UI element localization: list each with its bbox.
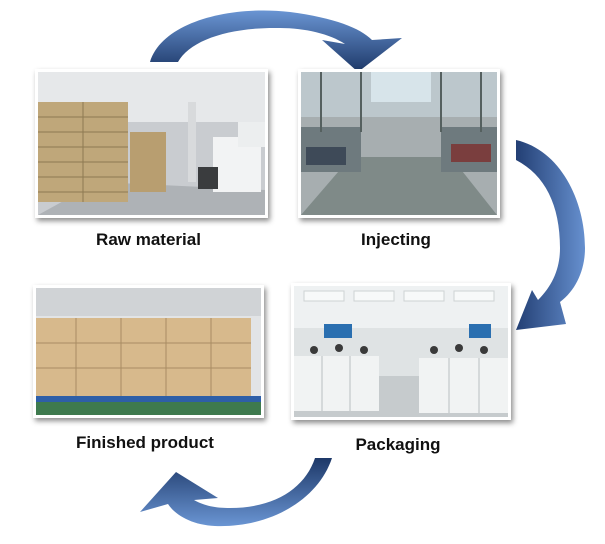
raw-material-photo — [35, 69, 268, 218]
finished-product-photo — [33, 285, 264, 418]
packaging-label: Packaging — [355, 435, 441, 454]
injecting-photo — [298, 69, 500, 218]
finished-product-label: Finished product — [76, 433, 214, 452]
arrow-bottom — [140, 458, 332, 527]
packaging-photo — [291, 283, 511, 420]
injecting-label: Injecting — [361, 230, 431, 249]
arrow-top — [150, 10, 402, 72]
arrow-right — [516, 140, 585, 330]
raw-material-label: Raw material — [96, 230, 201, 249]
